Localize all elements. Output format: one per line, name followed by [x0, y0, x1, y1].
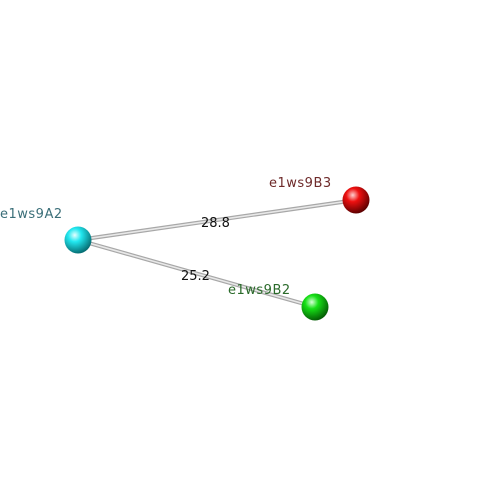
node-label: e1ws9A2 [0, 207, 63, 222]
edge-label-a2-b3: 28.8 [201, 216, 230, 231]
edge-a2-b2: 25.2 [76, 238, 317, 309]
edge-label-a2-b2: 25.2 [181, 269, 210, 284]
edges-layer: 28.8 25.2 [76, 198, 358, 309]
edge-a2-b3: 28.8 [76, 198, 358, 242]
node-e1ws9b3[interactable]: e1ws9B3 [269, 176, 370, 214]
node-sphere[interactable] [64, 226, 92, 254]
nodes-layer: e1ws9A2 e1ws9B3 e1ws9B2 [0, 176, 370, 321]
node-label: e1ws9B2 [228, 283, 291, 298]
node-sphere[interactable] [301, 293, 329, 321]
node-sphere[interactable] [342, 186, 370, 214]
node-e1ws9a2[interactable]: e1ws9A2 [0, 207, 92, 254]
node-label: e1ws9B3 [269, 176, 332, 191]
node-e1ws9b2[interactable]: e1ws9B2 [228, 283, 329, 321]
